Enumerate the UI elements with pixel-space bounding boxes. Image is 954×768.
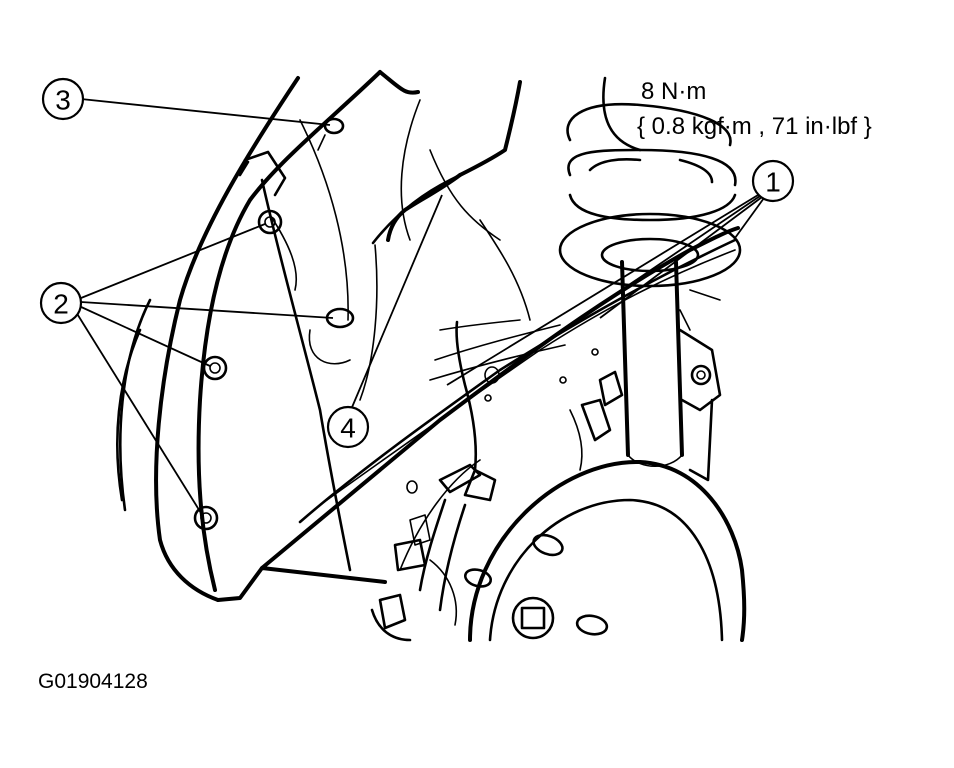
callout-2: 2 bbox=[39, 281, 83, 325]
callout-1-label: 1 bbox=[765, 167, 781, 198]
callout-3-label: 3 bbox=[55, 85, 71, 116]
bolt-2-upper bbox=[257, 209, 283, 235]
torque-spec: 8 N·m { 0.8 kgf·m , 71 in·lbf } bbox=[637, 78, 872, 140]
brake-disc-hub bbox=[463, 459, 747, 642]
callout-4-label: 4 bbox=[340, 413, 356, 444]
figure-id: G01904128 bbox=[38, 670, 148, 693]
callout-4: 4 bbox=[326, 405, 370, 449]
torque-spec-line2: { 0.8 kgf·m , 71 in·lbf } bbox=[637, 113, 872, 140]
splash-shield bbox=[260, 226, 740, 570]
bolt-2-lower bbox=[193, 505, 219, 531]
fender-liner bbox=[154, 70, 566, 602]
callout-1: 1 bbox=[751, 159, 795, 203]
strut-assembly bbox=[558, 76, 742, 482]
harness-wire bbox=[371, 148, 507, 472]
clip-3 bbox=[317, 117, 345, 151]
knuckle-brake bbox=[370, 370, 624, 642]
wheel-arch bbox=[116, 298, 481, 571]
leader-lines bbox=[75, 98, 765, 514]
callout-3: 3 bbox=[41, 77, 85, 121]
callout-2-label: 2 bbox=[53, 289, 69, 320]
bolt-2-middle bbox=[202, 355, 228, 381]
torque-spec-line1: 8 N·m bbox=[641, 78, 706, 105]
